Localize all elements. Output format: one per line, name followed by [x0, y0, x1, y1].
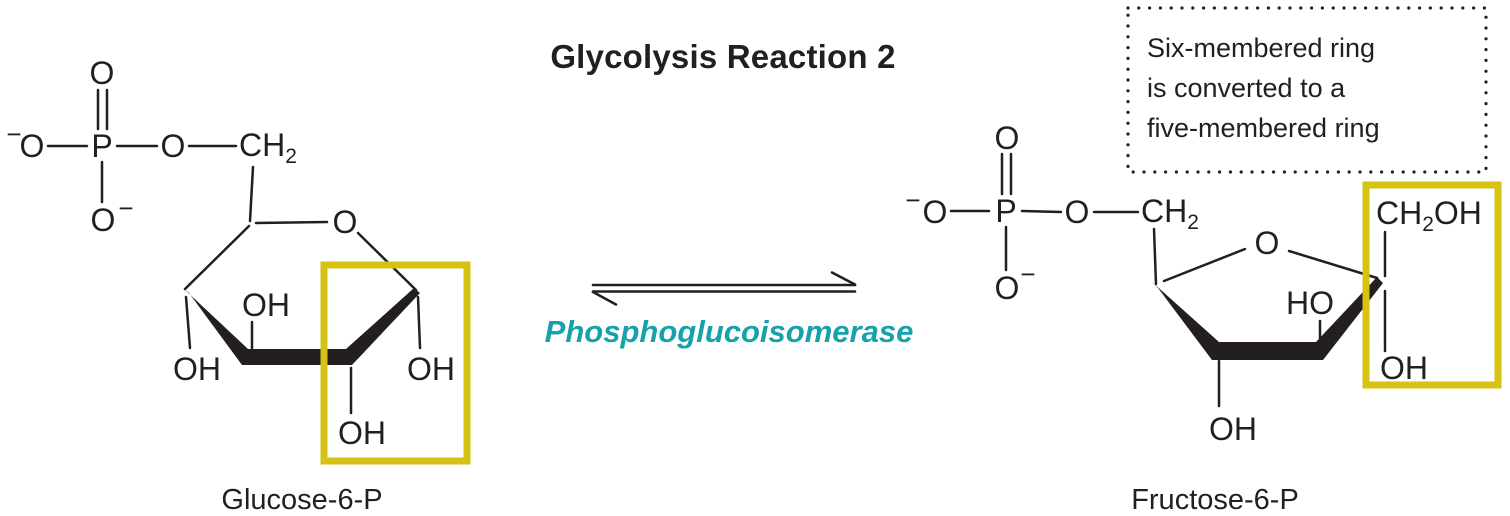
- glucose-oh-c3: OH: [242, 287, 290, 323]
- annotation-line-1: Six-membered ring: [1147, 33, 1376, 63]
- glucose-bond-c4-c5: [183, 224, 251, 291]
- fructose-o-left: O: [922, 194, 948, 230]
- glucose-ch2-group: CH2: [239, 129, 297, 167]
- fructose-ring-bold-edge: [1152, 277, 1383, 360]
- equilibrium-arrow-reverse-barb: [591, 290, 618, 306]
- glucose-o-minus: O: [90, 202, 116, 238]
- glucose-phosphorus: P: [91, 128, 113, 164]
- glucose-ominus-charge: −: [118, 193, 134, 223]
- fructose-oh-c4: OH: [1209, 411, 1257, 447]
- annotation-line-2: is converted to a: [1147, 73, 1346, 103]
- fructose-ho-c3: HO: [1286, 285, 1334, 321]
- fructose-bond-c5-ringo: [1162, 247, 1247, 283]
- fructose-oleft-charge: −: [905, 185, 921, 215]
- fructose-o-ester: O: [1064, 194, 1090, 230]
- fructose-bond-p-oester: [1020, 209, 1063, 214]
- fructose-bond-ch2-c5: [1152, 227, 1158, 286]
- highlight-box-glucose-anomeric: [320, 261, 471, 465]
- glucose-ring-bold-edge: [183, 288, 420, 365]
- fructose-ch2oh-tail: OH: [1433, 195, 1482, 231]
- fructose-name-label: Fructose-6-P: [1131, 484, 1299, 516]
- enzyme-label: Phosphoglucoisomerase: [544, 314, 914, 349]
- fructose-bonds: [949, 152, 1387, 408]
- fructose-phosphorus: P: [995, 193, 1017, 229]
- fructose-ch2-main: CH: [1141, 193, 1188, 229]
- glucose-o-ester: O: [160, 128, 186, 164]
- glucose-ch2-main: CH: [239, 127, 286, 163]
- fructose-ring-oxygen: O: [1254, 225, 1280, 261]
- fructose-ch2-group: CH2: [1141, 195, 1199, 233]
- glucose-o-double: O: [89, 55, 115, 91]
- glucose-bond-c4-oh: [184, 295, 192, 350]
- glucose-o-left: O: [19, 128, 45, 164]
- glucose-bond-c1-oh: [416, 295, 422, 350]
- glucose-ring-oxygen: O: [332, 204, 358, 240]
- fructose-ch2oh-main: CH: [1376, 195, 1423, 231]
- glucose-ch2-sub: 2: [285, 145, 297, 168]
- figure-title: Glycolysis Reaction 2: [550, 38, 896, 75]
- glucose-oh-c4: OH: [173, 351, 221, 387]
- fructose-ch2-sub: 2: [1187, 211, 1199, 234]
- equilibrium-arrow-forward-barb: [830, 271, 857, 286]
- equilibrium-arrows: [591, 271, 857, 306]
- glucose-bond-ch2-c5: [248, 165, 255, 223]
- fructose-ominus-charge: −: [1020, 259, 1036, 289]
- glucose-oleft-charge: −: [6, 119, 22, 149]
- annotation-box-border: [1126, 6, 1488, 174]
- glucose-oh-c1: OH: [407, 351, 455, 387]
- fructose-oh-c2: OH: [1380, 350, 1428, 386]
- annotation-box: Six-membered ring is converted to a five…: [1147, 28, 1380, 148]
- fructose-o-minus: O: [994, 270, 1020, 306]
- glucose-name-label: Glucose-6-P: [221, 484, 383, 516]
- glucose-oh-c2: OH: [338, 415, 386, 451]
- annotation-line-3: five-membered ring: [1147, 113, 1380, 143]
- fructose-o-double: O: [994, 120, 1020, 156]
- fructose-bond-ringo-c2: [1287, 249, 1379, 280]
- glucose-bonds: [46, 88, 422, 415]
- highlight-box-fructose-c2: [1362, 181, 1502, 389]
- fructose-ch2oh-sub: 2: [1422, 213, 1434, 236]
- fructose-ch2oh-group: CH2OH: [1376, 197, 1482, 235]
- glucose-bond-c5-ringo: [254, 220, 329, 225]
